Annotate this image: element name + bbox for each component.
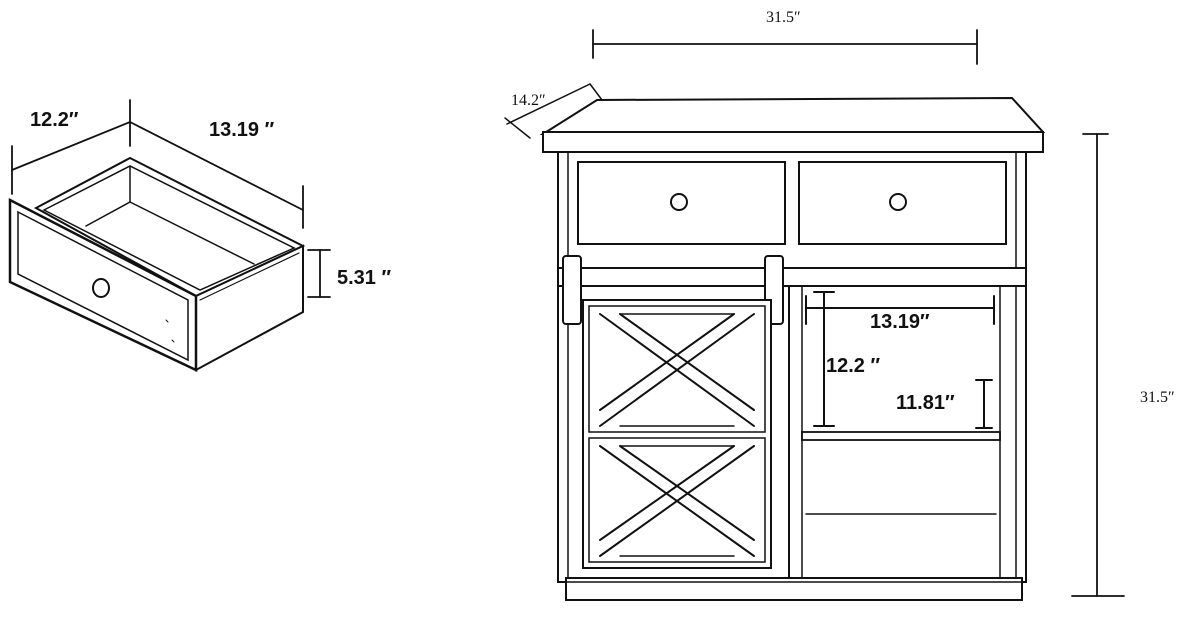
rail-hanger-left	[562, 255, 582, 325]
interior-width-label: 13.19″	[870, 311, 930, 333]
interior-shelf	[801, 431, 1001, 441]
drawer-depth-label: 12.2″	[30, 109, 79, 131]
drawer-knob	[92, 278, 110, 298]
interior-height-label: 11.81″	[896, 392, 955, 414]
cabinet-base	[565, 577, 1023, 601]
cabinet-drawer-left	[577, 161, 786, 245]
drawer-right-knob	[889, 193, 907, 211]
drawer-inner-opening	[42, 165, 296, 291]
drawer-illustration: 12.2″ 13.19 ″ 5.31 ″	[8, 99, 391, 372]
drawer-width-dimension-line	[129, 121, 304, 211]
drawer-depth-dimension-line	[11, 121, 131, 171]
interior-depth-label: 12.2 ″	[826, 355, 880, 377]
overall-height-label: 31.5″	[1140, 389, 1175, 406]
drawer-left-knob	[670, 193, 688, 211]
barn-door-rail	[557, 267, 1027, 287]
cabinet-top-surface	[539, 96, 1046, 136]
overall-width-label: 31.5″	[766, 9, 801, 26]
drawer-height-label: 5.31 ″	[337, 267, 391, 289]
cabinet-illustration: 13.19″ 12.2 ″ 11.81″ 31.5″ 14.2″ 31.5″	[504, 9, 1175, 601]
overall-depth-label: 14.2″	[511, 92, 546, 109]
cabinet-top-edge	[542, 131, 1044, 153]
overall-depth-dimension-line	[506, 83, 591, 125]
drawer-width-label: 13.19 ″	[209, 119, 275, 141]
